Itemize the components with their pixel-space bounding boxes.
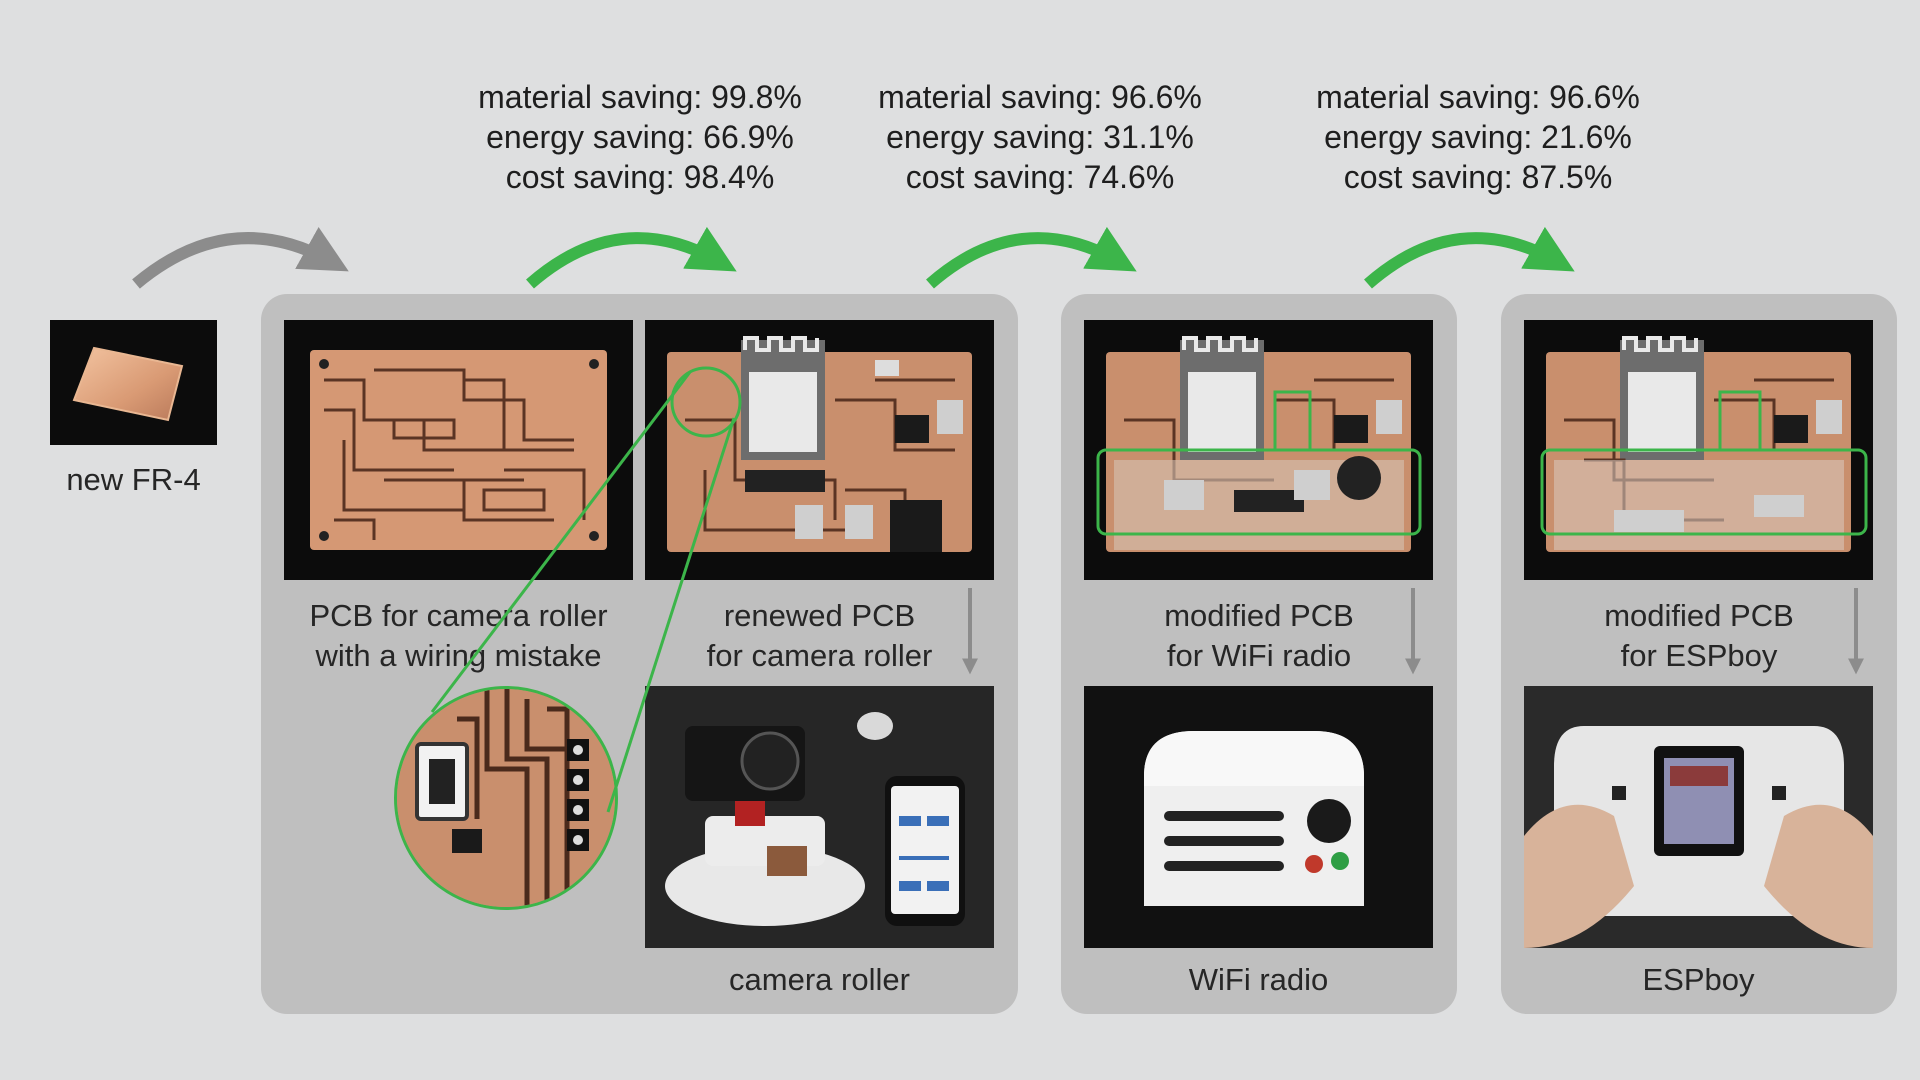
espboy-pcb-label-line-2: for ESPboy: [1620, 638, 1778, 673]
cost-saving: cost saving: 98.4%: [505, 159, 775, 195]
savings-step-1: material saving: 99.8% energy saving: 66…: [440, 77, 840, 197]
arrow-step-3: [1364, 226, 1575, 289]
energy-saving: energy saving: 21.6%: [1324, 119, 1632, 155]
espboy-pcb-label-line-1: modified PCB: [1604, 598, 1794, 633]
arrow-step-2: [926, 226, 1137, 289]
zoom-inset-mistake: [394, 686, 618, 910]
arrow-fr4-to-pcb: [132, 227, 349, 289]
mistake-pcb-label-line-2: with a wiring mistake: [315, 638, 602, 673]
renewed-pcb-label-line-2: for camera roller: [706, 638, 933, 673]
mistake-pcb-photo: [284, 320, 633, 580]
savings-step-3: material saving: 96.6% energy saving: 21…: [1278, 77, 1678, 197]
cost-saving: cost saving: 74.6%: [905, 159, 1175, 195]
renewed-pcb-label: renewed PCB for camera roller: [634, 596, 1005, 676]
renewed-pcb-photo: [645, 320, 994, 580]
espboy-pcb-photo: [1524, 320, 1873, 580]
wifi-pcb-label-line-1: modified PCB: [1164, 598, 1354, 633]
camera-roller-label: camera roller: [729, 962, 910, 997]
wifi-pcb-label-line-2: for WiFi radio: [1166, 638, 1352, 673]
wifi-pcb-photo: [1084, 320, 1433, 580]
wifi-pcb-label: modified PCB for WiFi radio: [1074, 596, 1444, 676]
material-saving: material saving: 96.6%: [878, 79, 1202, 115]
fr4-board-photo: [50, 320, 217, 445]
material-saving: material saving: 96.6%: [1316, 79, 1640, 115]
camera-roller-photo: [645, 686, 994, 948]
renewed-pcb-label-line-1: renewed PCB: [723, 598, 916, 633]
espboy-photo: [1524, 686, 1873, 948]
arrow-step-1: [526, 226, 737, 289]
cost-saving: cost saving: 87.5%: [1343, 159, 1613, 195]
savings-step-2: material saving: 96.6% energy saving: 31…: [840, 77, 1240, 197]
wifi-radio-photo: [1084, 686, 1433, 948]
wifi-radio-label: WiFi radio: [1188, 962, 1329, 997]
fr4-label: new FR-4: [66, 462, 201, 497]
mistake-pcb-label: PCB for camera roller with a wiring mist…: [268, 596, 649, 676]
mistake-pcb-label-line-1: PCB for camera roller: [309, 598, 608, 633]
energy-saving: energy saving: 31.1%: [886, 119, 1194, 155]
material-saving: material saving: 99.8%: [478, 79, 802, 115]
espboy-pcb-label: modified PCB for ESPboy: [1514, 596, 1884, 676]
energy-saving: energy saving: 66.9%: [486, 119, 794, 155]
espboy-label: ESPboy: [1642, 962, 1755, 997]
